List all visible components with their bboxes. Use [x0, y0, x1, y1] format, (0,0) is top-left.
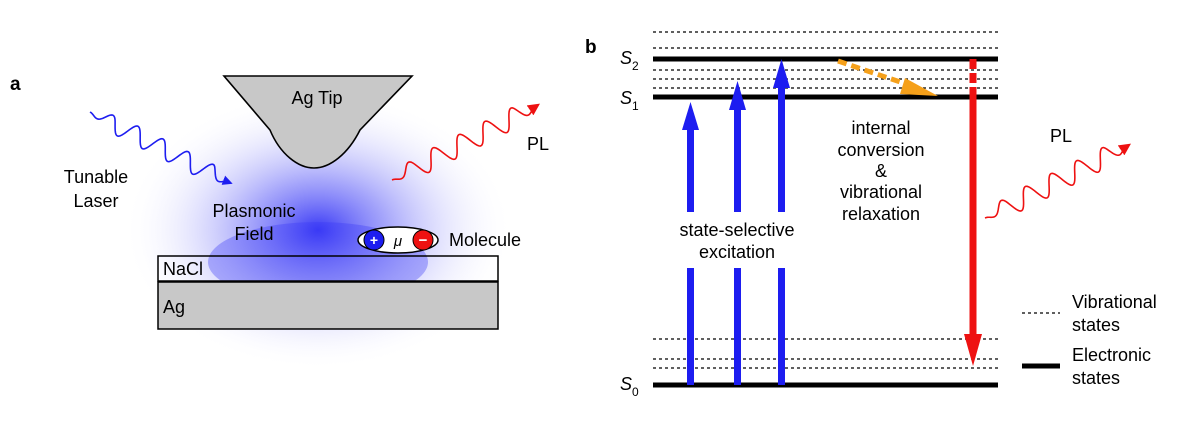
s2-label: S2 [620, 48, 639, 73]
internal-conversion-arrow [837, 58, 913, 89]
ag-substrate [157, 281, 499, 330]
excitation-label-line2: excitation [699, 242, 775, 262]
excitation-arrows [682, 59, 790, 385]
minus-sign: − [419, 232, 428, 249]
ag-substrate-label: Ag [163, 297, 185, 317]
excitation-label-line1: state-selective [679, 220, 794, 240]
relax-label-line1: internal [851, 118, 910, 138]
molecule-negative-charge [412, 229, 434, 251]
nacl-label: NaCl [163, 259, 203, 279]
excitation-arrow-3-shaft-bottom [778, 268, 785, 385]
vibrational-levels [653, 31, 998, 369]
laser-wave [89, 111, 233, 185]
relax-label-line2: conversion [837, 140, 924, 160]
excitation-arrow-2-shaft-top [734, 107, 741, 212]
nacl-layer [157, 255, 499, 282]
dipole-symbol: μ [393, 233, 402, 250]
molecule-label: Molecule [449, 230, 521, 250]
emission-arrow-head [964, 334, 982, 366]
s1-label: S1 [620, 88, 639, 113]
plus-sign: + [370, 232, 378, 248]
pl-wave-a [391, 103, 540, 181]
molecule-positive-charge [363, 229, 385, 251]
ag-tip [222, 75, 414, 169]
laser-label-line2: Laser [73, 191, 118, 211]
legend-electronic-line1: Electronic [1072, 345, 1151, 365]
pl-wave-b [984, 143, 1131, 219]
relax-label-line3: & [875, 161, 887, 181]
pl-label-a: PL [527, 134, 549, 154]
relax-label-line5: relaxation [842, 204, 920, 224]
excitation-arrow-3-head [773, 59, 790, 88]
pl-label-b: PL [1050, 126, 1072, 146]
internal-conversion-arrow-head [900, 78, 938, 96]
excitation-arrow-2-head [729, 81, 746, 110]
legend-vibrational-line1: Vibrational [1072, 292, 1157, 312]
excitation-arrow-1-shaft-top [687, 128, 694, 212]
excitation-arrow-1-head [682, 102, 699, 130]
panel-b-label: b [585, 37, 597, 58]
field-label-line2: Field [234, 224, 273, 244]
legend-vibrational-line2: states [1072, 315, 1120, 335]
laser-label-line1: Tunable [64, 167, 128, 187]
ag-tip-label: Ag Tip [291, 88, 342, 108]
relax-label-line4: vibrational [840, 182, 922, 202]
emission-arrow-shaft [969, 97, 977, 337]
excitation-arrow-1-shaft-bottom [687, 268, 694, 385]
excitation-arrow-2-shaft-bottom [734, 268, 741, 385]
panel-a-label: a [10, 74, 21, 95]
excitation-arrow-3-shaft-top [778, 85, 785, 212]
s0-label: S0 [620, 374, 639, 399]
field-label-line1: Plasmonic [212, 201, 295, 221]
legend-electronic-line2: states [1072, 368, 1120, 388]
